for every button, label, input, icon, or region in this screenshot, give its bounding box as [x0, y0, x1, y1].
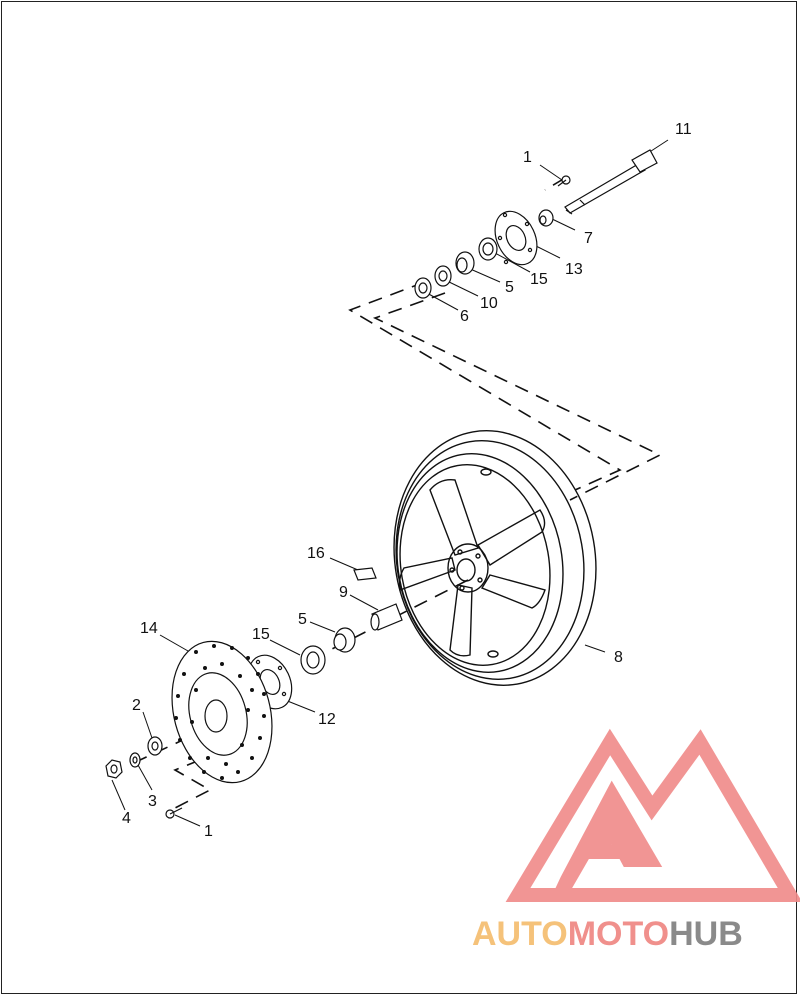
callout-label: 1: [204, 823, 213, 840]
bearing-5-lower: [333, 627, 356, 653]
weight-16: [353, 567, 377, 581]
sleeve-9: [370, 603, 403, 631]
callout-label: 12: [318, 711, 336, 728]
washer-6: [414, 277, 432, 299]
lockwasher-3: [129, 752, 141, 768]
callout-label: 8: [614, 649, 623, 666]
callout-label: 13: [565, 261, 583, 278]
callout-label: 6: [460, 308, 469, 325]
wheel: [393, 430, 597, 686]
screw-top: [557, 175, 571, 187]
callout-label: 16: [307, 545, 325, 562]
axle: [564, 149, 658, 215]
nut-4: [105, 759, 123, 779]
watermark-logo-mark: [505, 728, 800, 902]
washer-10: [434, 265, 452, 287]
callout-label: 14: [140, 620, 158, 637]
callout-labels: 1 11 7 13 15 5 10 6 16 9 5 15 14 12 8 2 …: [122, 121, 692, 840]
logo-word-moto: MOTO: [568, 915, 669, 953]
callout-label: 3: [148, 793, 157, 810]
rotor-holes: [174, 644, 266, 780]
screw-lower: [165, 807, 183, 819]
seal-15-top: [478, 237, 498, 261]
washer-2: [147, 736, 163, 756]
callout-label: 9: [339, 584, 348, 601]
callout-label: 11: [675, 121, 692, 138]
callout-label: 15: [252, 626, 270, 643]
bearing-5-top: [455, 251, 475, 275]
logo-text: AUTOMOTOHUB: [472, 915, 743, 953]
callout-label: 7: [584, 230, 593, 247]
callout-label: 2: [132, 697, 141, 714]
seal-15-lower: [300, 645, 326, 675]
logo-word-hub: HUB: [669, 915, 743, 953]
callout-label: 1: [523, 149, 532, 166]
callout-label: 10: [480, 295, 498, 312]
spacer-7: [538, 209, 554, 227]
callout-label: 15: [530, 271, 548, 288]
callout-label: 4: [122, 810, 131, 827]
brake-rotor: [171, 640, 273, 784]
logo-word-auto: AUTO: [472, 915, 568, 953]
callout-label: 5: [298, 611, 307, 628]
adapter-plate-13: [494, 210, 538, 266]
callout-label: 5: [505, 279, 514, 296]
